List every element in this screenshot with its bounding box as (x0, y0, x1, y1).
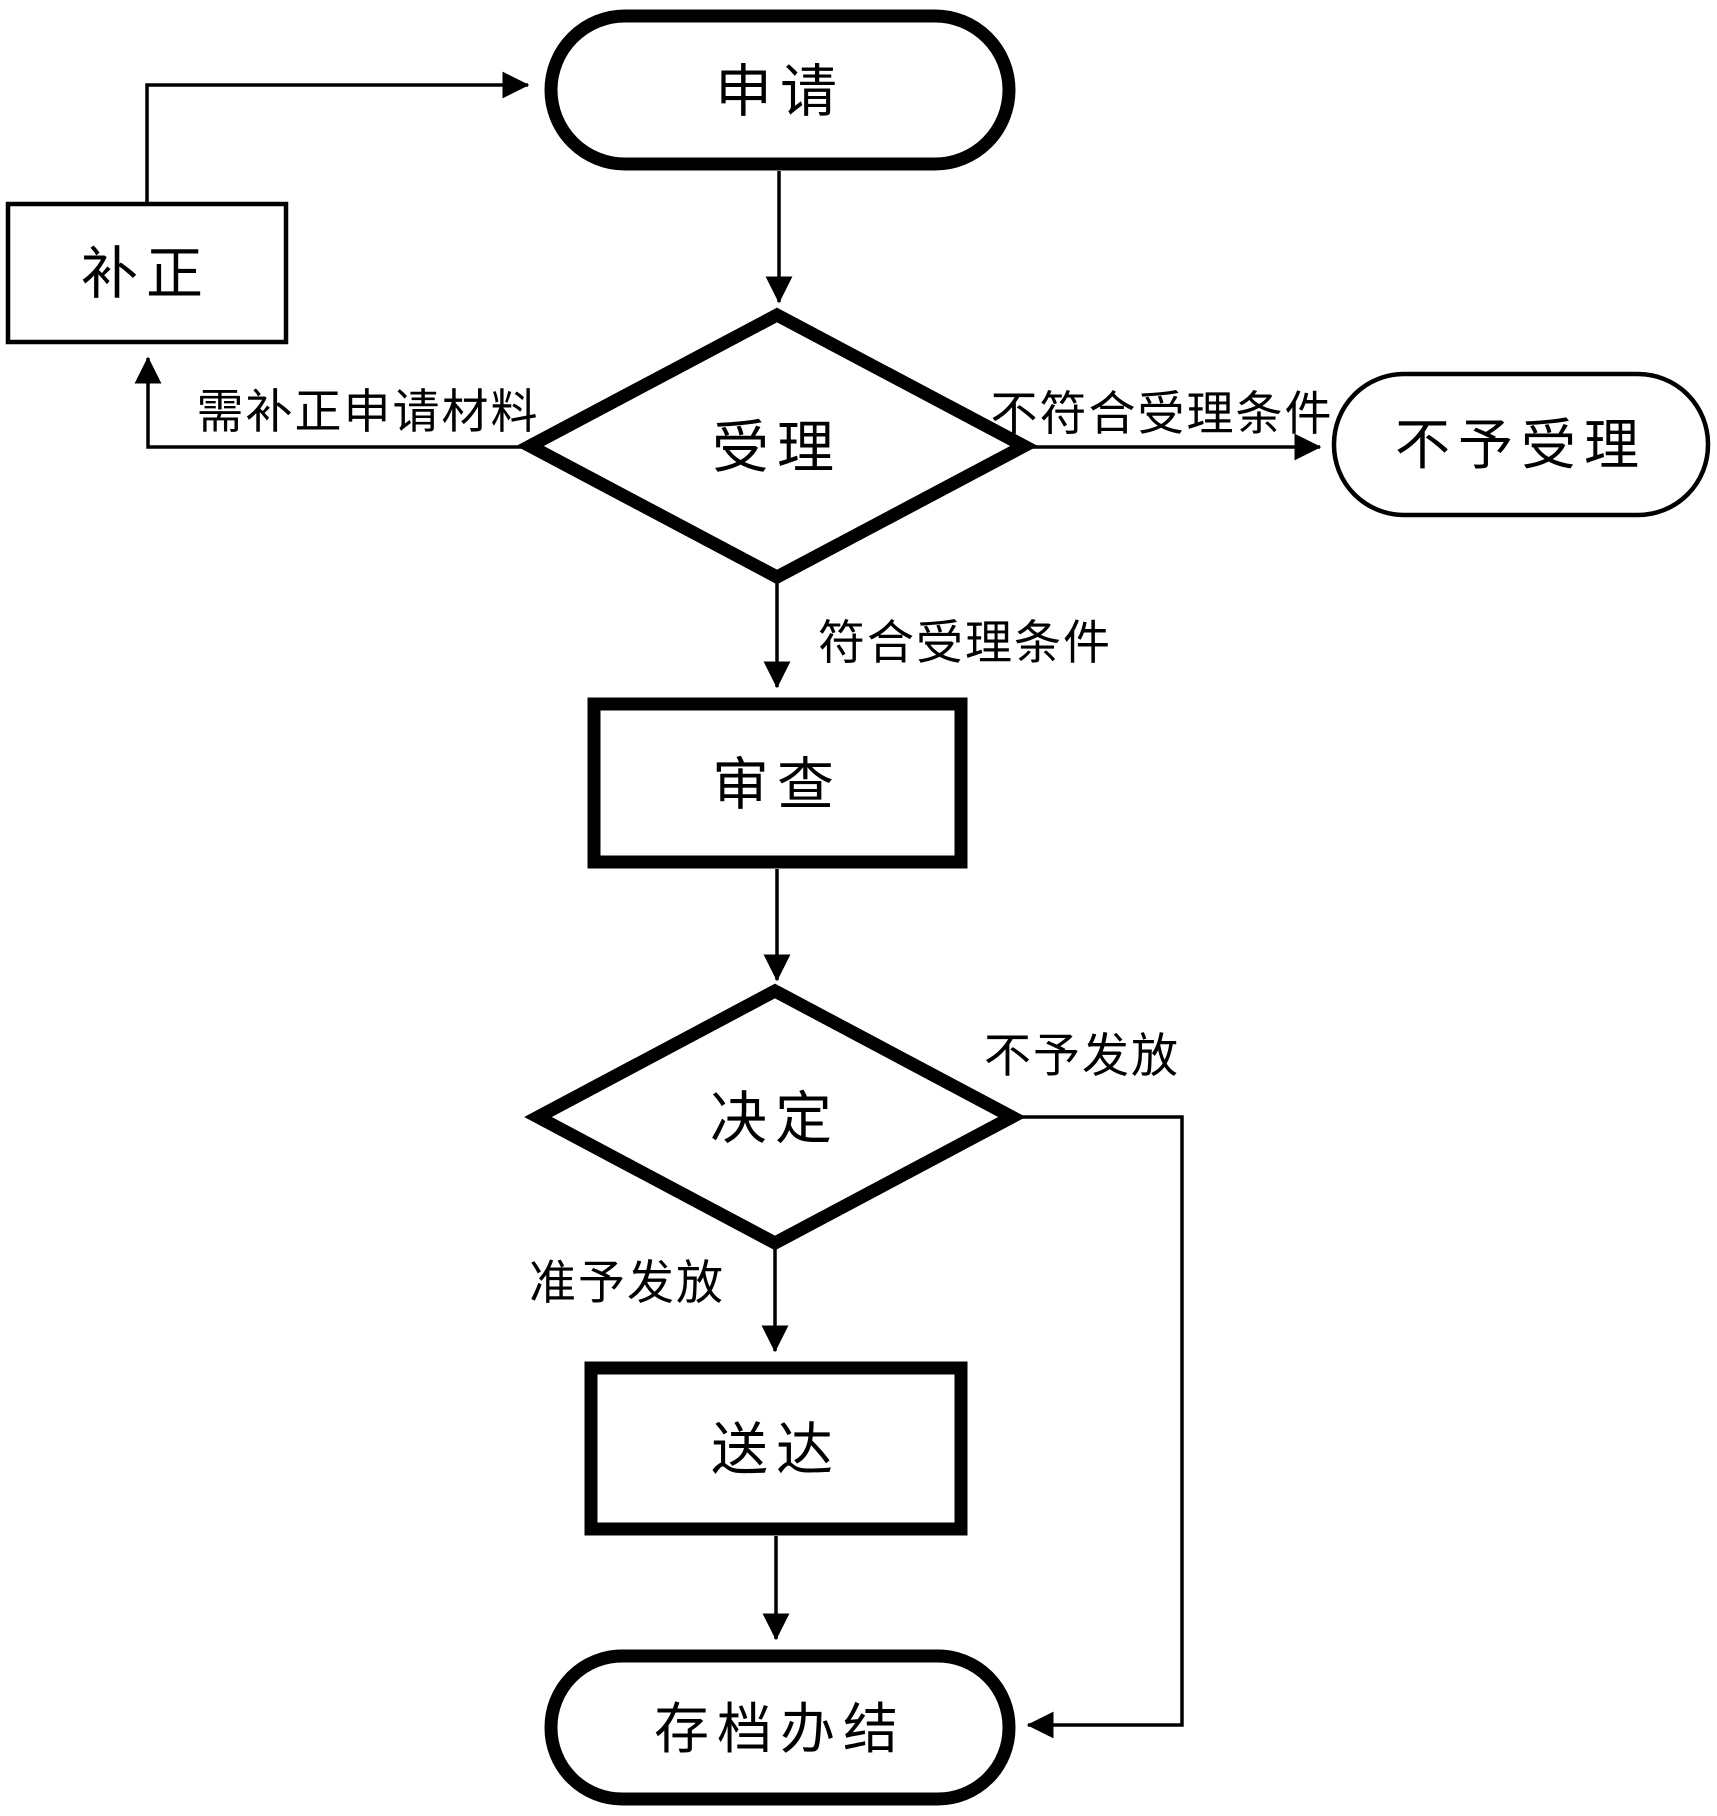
edge-decide-to-archive (1012, 1115, 1184, 1739)
node-decide-shape (524, 983, 1026, 1251)
node-accept-shape (516, 307, 1038, 585)
edge-label-not-grant: 不予发放 (984, 1031, 1180, 1083)
node-accept-label: 受理 (712, 417, 842, 480)
node-decide-label: 决定 (710, 1088, 840, 1151)
node-review-shape (587, 697, 968, 869)
edge-label-need-supplement: 需补正申请材料 (197, 387, 540, 439)
node-review-label: 审查 (712, 754, 842, 817)
node-apply-shape (544, 9, 1016, 171)
node-supplement-shape (5, 201, 289, 345)
node-deliver-label: 送达 (711, 1419, 841, 1482)
node-supplement-label: 补正 (81, 243, 211, 306)
edge-supplement-to-apply (145, 71, 530, 204)
node-archive-label: 存档办结 (654, 1699, 906, 1760)
node-reject-shape (1331, 371, 1711, 518)
node-archive-shape (544, 1649, 1016, 1806)
edge-label-grant: 准予发放 (529, 1258, 725, 1310)
node-deliver-shape (584, 1361, 968, 1536)
edge-label-not-meet-conditions: 不符合受理条件 (991, 389, 1334, 441)
node-apply-label: 申请 (715, 61, 845, 124)
edge-label-meet-conditions: 符合受理条件 (818, 618, 1112, 670)
edge-accept-to-supplement (134, 356, 530, 449)
node-reject-label: 不予受理 (1395, 415, 1647, 476)
